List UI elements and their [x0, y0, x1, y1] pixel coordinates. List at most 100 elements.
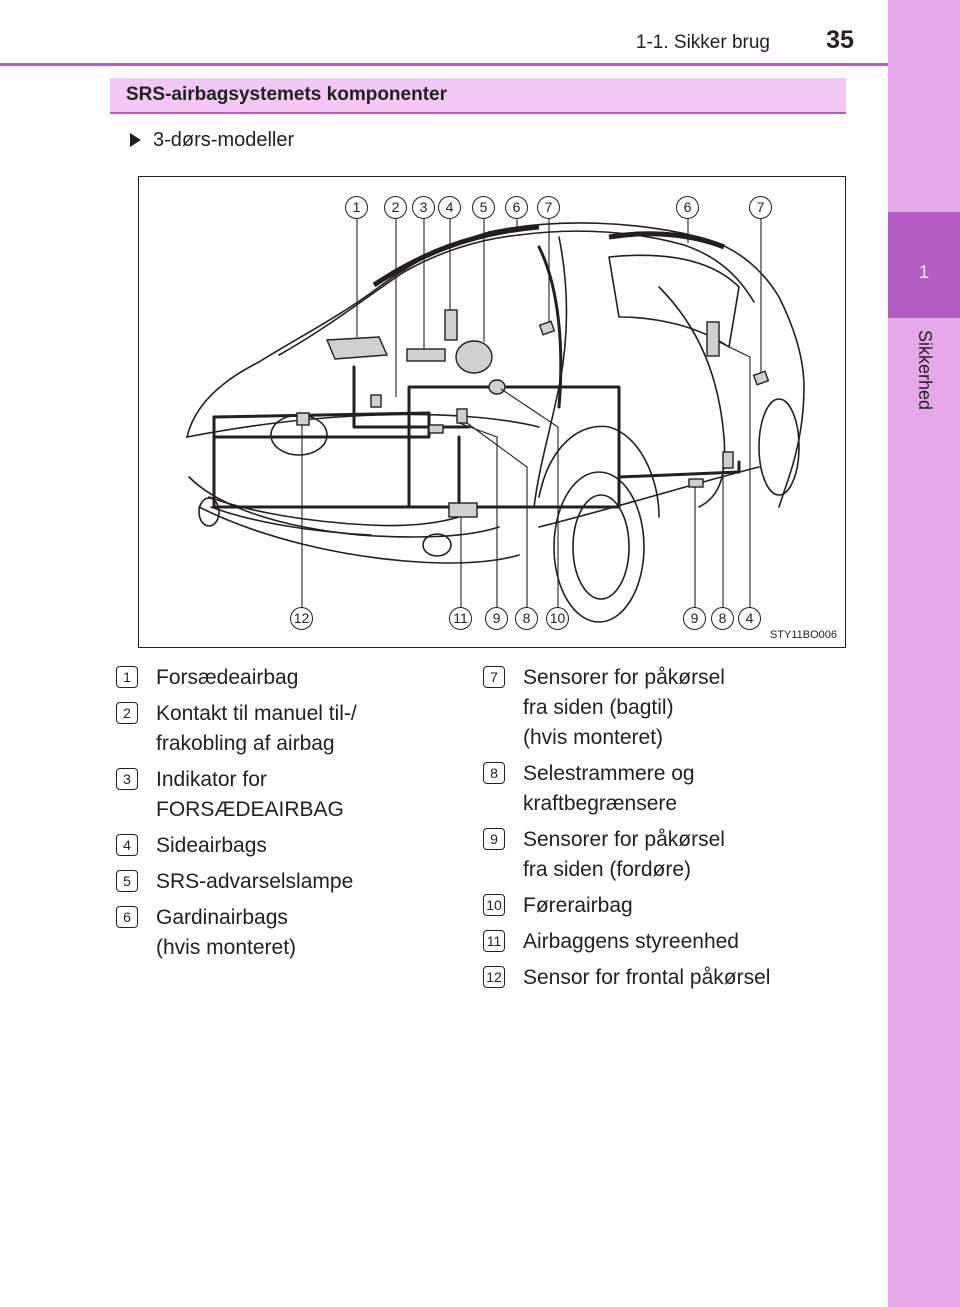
legend-text: Kontakt til manuel til-/ frakobling af a…: [156, 699, 486, 759]
wiring-loop: [212, 415, 461, 509]
side-window: [608, 254, 740, 348]
chapter-block: [888, 212, 960, 318]
lower-bumper: [198, 506, 520, 564]
airbag-control-unit: [448, 502, 478, 518]
legend-line: FORSÆDEAIRBAG: [156, 798, 344, 821]
callout-bottom-4: 4: [738, 607, 761, 630]
callout-top-6: 6: [505, 196, 528, 219]
chapter-side-tab: 1 Sikkerhed: [888, 0, 960, 1307]
wiring-front: [212, 411, 431, 439]
callout-top-2: 2: [384, 196, 407, 219]
legend-number: 9: [483, 828, 505, 850]
sub-heading: 3-dørs-modeller: [130, 126, 294, 154]
legend-number: 8: [483, 762, 505, 784]
legend-line: Forsædeairbag: [156, 666, 299, 689]
curtain-airbag-rear: [608, 231, 725, 250]
legend-line: Kontakt til manuel til-/: [156, 702, 357, 725]
legend-number: 7: [483, 666, 505, 688]
legend-line: Indikator for: [156, 768, 267, 791]
front-wheel-inner: [572, 494, 630, 600]
legend-text: SRS-advarselslampe: [156, 867, 486, 897]
legend-line: fra siden (fordøre): [523, 858, 692, 881]
section-heading-text: SRS-airbagsystemets komponenter: [126, 84, 447, 105]
fog-light-left: [198, 497, 220, 527]
sub-heading-text: 3-dørs-modeller: [153, 128, 295, 151]
legend-text: Sensorer for påkørsel fra siden (fordøre…: [523, 825, 853, 885]
callout-bottom-8: 8: [515, 607, 538, 630]
side-sensor-rear-left: [538, 320, 556, 336]
legend-text: Gardinairbags (hvis monteret): [156, 903, 486, 963]
legend-line: Selestrammere og: [523, 762, 695, 785]
legend-line: (hvis monteret): [523, 726, 664, 749]
car-body-outline: [186, 222, 805, 508]
legend-line: Gardinairbags: [156, 906, 288, 929]
legend-line: kraftbegrænsere: [523, 792, 678, 815]
fog-light-right: [422, 533, 452, 557]
legend-line: Sensor for frontal påkørsel: [523, 966, 771, 989]
legend-number: 3: [116, 768, 138, 790]
legend-line: Sensorer for påkørsel: [523, 828, 725, 851]
callout-top-5: 5: [472, 196, 495, 219]
wiring-door: [617, 460, 741, 479]
callout-top-1: 1: [345, 196, 368, 219]
legend-text: Førerairbag: [523, 891, 853, 921]
door-sensor-right: [688, 478, 704, 488]
curtain-airbag-front: [372, 224, 540, 288]
callout-top-3: 3: [412, 196, 435, 219]
header-section-title: 1-1. Sikker brug: [635, 32, 770, 53]
roof-line: [518, 230, 755, 303]
car-illustration: [186, 217, 805, 623]
legend-text: Airbaggens styreenhed: [523, 927, 853, 957]
callout-top-6b: 6: [676, 196, 699, 219]
wheel-arch: [538, 425, 660, 518]
wiring-main: [407, 385, 621, 509]
triangle-bullet-icon: [130, 133, 141, 147]
airbag-components-figure: 1 2 3 4 5 6 7 6 7 12 11 9 8 10 9 8 4 STY…: [138, 176, 846, 648]
legend-number: 6: [116, 906, 138, 928]
figure-id: STY11BO006: [769, 629, 837, 641]
grille-line-2: [210, 506, 372, 536]
legend-line: Førerairbag: [523, 894, 633, 917]
legend-text: Forsædeairbag: [156, 663, 486, 693]
indicator-module: [406, 348, 446, 362]
legend-line: Sensorer for påkørsel: [523, 666, 725, 689]
legend-text: Indikator for FORSÆDEAIRBAG: [156, 765, 486, 825]
windshield: [278, 234, 520, 356]
legend-line: (hvis monteret): [156, 936, 297, 959]
legend-text: Sensor for frontal påkørsel: [523, 963, 853, 993]
chapter-number: 1: [918, 262, 929, 282]
door-line: [658, 286, 726, 508]
callout-top-4: 4: [438, 196, 461, 219]
legend-text: Sideairbags: [156, 831, 486, 861]
callout-bottom-10: 10: [546, 607, 569, 630]
srs-warning-lamp: [488, 379, 506, 395]
callout-top-7b: 7: [749, 196, 772, 219]
callout-bottom-12: 12: [290, 607, 313, 630]
legend-line: frakobling af airbag: [156, 732, 335, 755]
legend-line: SRS-advarselslampe: [156, 870, 354, 893]
section-heading: SRS-airbagsystemets komponenter: [110, 78, 846, 114]
legend-number: 4: [116, 834, 138, 856]
legend-line: Airbaggens styreenhed: [523, 930, 739, 953]
side-airbag-right: [706, 321, 720, 357]
pretensioner-left: [456, 408, 468, 424]
manual-switch: [370, 394, 382, 408]
legend-text: Sensorer for påkørsel fra siden (bagtil)…: [523, 663, 853, 753]
chapter-name: Sikkerhed: [915, 330, 935, 411]
legend-text: Selestrammere og kraftbegrænsere: [523, 759, 853, 819]
legend-number: 5: [116, 870, 138, 892]
legend-number: 1: [116, 666, 138, 688]
callout-bottom-8b: 8: [711, 607, 734, 630]
wiring-roof: [537, 245, 563, 409]
front-wheel: [553, 471, 645, 623]
side-airbag-left: [444, 309, 458, 341]
legend-number: 2: [116, 702, 138, 724]
legend-line: Sideairbags: [156, 834, 267, 857]
legend-number: 10: [483, 894, 505, 916]
callout-bottom-9: 9: [485, 607, 508, 630]
steering-wheel-airbag: [455, 340, 493, 374]
legend-line: fra siden (bagtil): [523, 696, 674, 719]
side-sensor-rear-right: [752, 370, 770, 386]
pretensioner-right: [722, 451, 734, 469]
legend-number: 12: [483, 966, 505, 988]
